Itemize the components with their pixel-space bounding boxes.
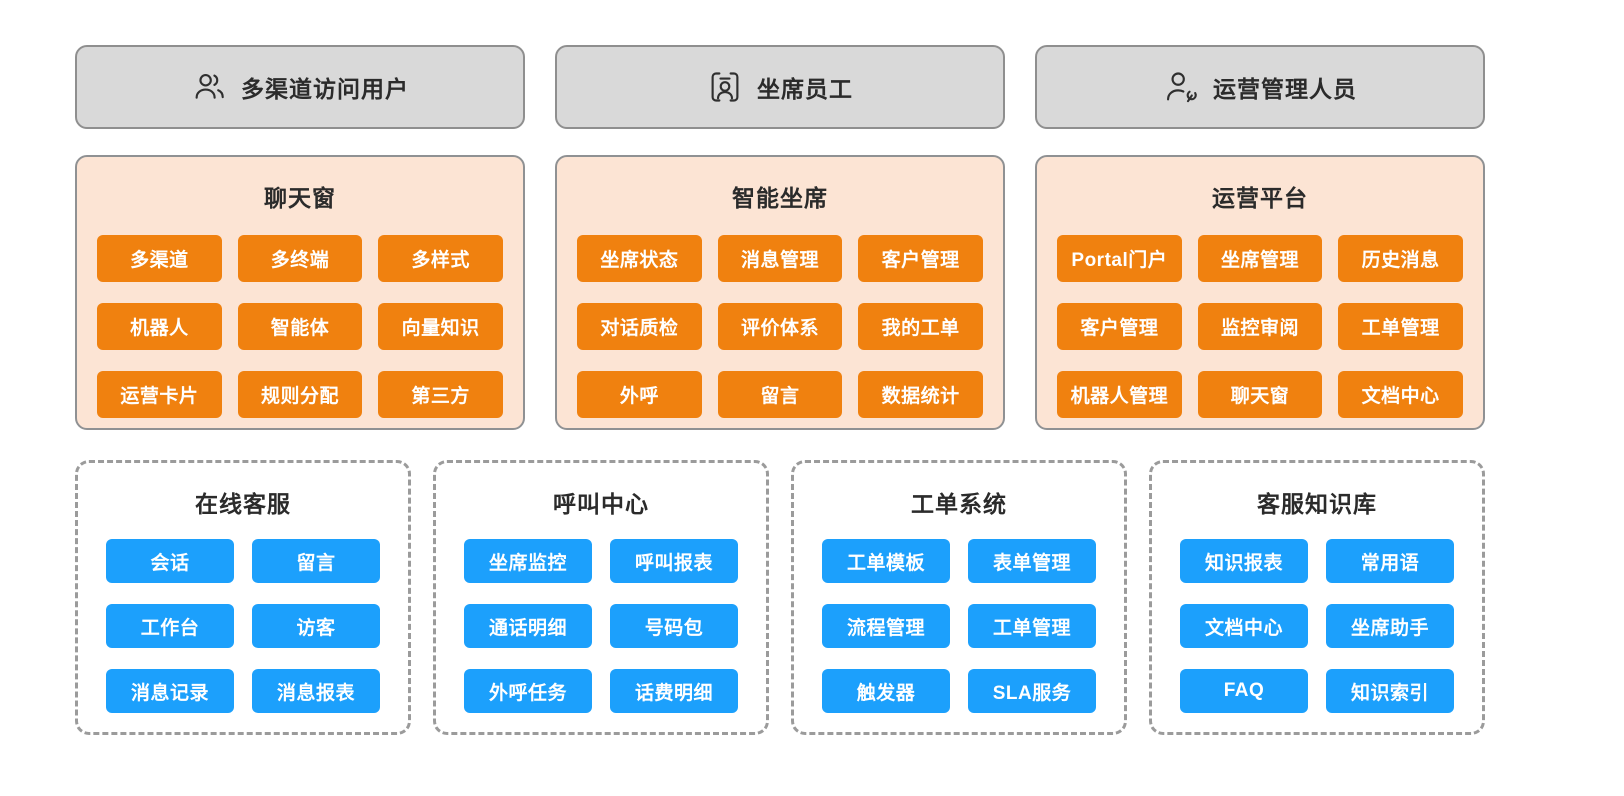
module-chip: 触发器 [822, 669, 950, 713]
module-chip: 智能体 [237, 303, 363, 350]
panel-ops-platform: 运营平台 Portal门户坐席管理历史消息客户管理监控审阅工单管理机器人管理聊天… [1035, 155, 1485, 430]
module-chip: 第三方 [378, 371, 503, 418]
module-chip: SLA服务 [968, 669, 1096, 713]
panel-title: 智能坐席 [732, 185, 828, 211]
module-chip: 号码包 [610, 604, 738, 648]
module-chip: 多终端 [237, 235, 363, 282]
module-chip: 话费明细 [610, 669, 738, 713]
module-chip: 消息管理 [717, 235, 843, 282]
module-chip: 规则分配 [237, 371, 363, 418]
module-chip: Portal门户 [1057, 235, 1182, 282]
panel-title: 工单系统 [911, 491, 1007, 517]
user-wrench-icon [1163, 69, 1199, 105]
module-grid: 知识报表常用语文档中心坐席助手 FAQ 知识索引 [1152, 519, 1482, 713]
module-chip: 评价体系 [717, 303, 843, 350]
module-chip: 常用语 [1326, 539, 1454, 583]
module-chip: 数据统计 [858, 371, 983, 418]
module-chip: 文档中心 [1338, 371, 1463, 418]
module-chip: 表单管理 [968, 539, 1096, 583]
actor-label: 坐席员工 [757, 76, 853, 102]
module-chip: 工单管理 [1338, 303, 1463, 350]
module-chip: 多渠道 [97, 235, 222, 282]
module-chip: FAQ [1180, 669, 1308, 713]
module-chip: 运营卡片 [97, 371, 222, 418]
module-chip: 知识报表 [1180, 539, 1308, 583]
module-chip: 访客 [252, 604, 380, 648]
module-chip: 外呼 [577, 371, 702, 418]
panel-title: 客服知识库 [1257, 491, 1377, 517]
users-icon [191, 69, 227, 105]
module-chip: 消息报表 [252, 669, 380, 713]
module-chip: 监控审阅 [1197, 303, 1323, 350]
module-chip: 留言 [252, 539, 380, 583]
module-grid: 会话留言工作台访客消息记录消息报表 [78, 519, 408, 713]
module-chip: 向量知识 [378, 303, 503, 350]
panel-smart-agent: 智能坐席 坐席状态消息管理客户管理对话质检评价体系我的工单外呼留言数据统计 [555, 155, 1005, 430]
platform-panels-row: 聊天窗 多渠道多终端多样式机器人智能体向量知识运营卡片规则分配第三方 智能坐席 … [75, 155, 1624, 430]
actor-label: 运营管理人员 [1213, 76, 1357, 102]
panel-knowledge-base: 客服知识库 知识报表常用语文档中心坐席助手 FAQ 知识索引 [1149, 460, 1485, 735]
module-chip: 知识索引 [1326, 669, 1454, 713]
module-chip: 留言 [717, 371, 843, 418]
subsystem-panels-row: 在线客服 会话留言工作台访客消息记录消息报表 呼叫中心 坐席监控呼叫报表通话明细… [75, 460, 1624, 735]
module-chip: 外呼任务 [464, 669, 592, 713]
id-badge-icon [707, 69, 743, 105]
module-chip: 机器人 [97, 303, 222, 350]
module-chip: 文档中心 [1180, 604, 1308, 648]
module-chip: 对话质检 [577, 303, 702, 350]
actor-card-multichannel-users: 多渠道访问用户 [75, 45, 525, 129]
module-chip: 坐席助手 [1326, 604, 1454, 648]
module-chip: 呼叫报表 [610, 539, 738, 583]
module-chip: 坐席状态 [577, 235, 702, 282]
panel-ticket-system: 工单系统 工单模板表单管理流程管理工单管理触发器 SLA服务 [791, 460, 1127, 735]
module-chip: 工单管理 [968, 604, 1096, 648]
panel-title: 呼叫中心 [553, 491, 649, 517]
panel-chat-window: 聊天窗 多渠道多终端多样式机器人智能体向量知识运营卡片规则分配第三方 [75, 155, 525, 430]
panel-online-customer-service: 在线客服 会话留言工作台访客消息记录消息报表 [75, 460, 411, 735]
module-chip: 坐席监控 [464, 539, 592, 583]
module-chip: 历史消息 [1338, 235, 1463, 282]
module-chip: 我的工单 [858, 303, 983, 350]
module-chip: 会话 [106, 539, 234, 583]
module-chip: 机器人管理 [1057, 371, 1182, 418]
module-chip: 工作台 [106, 604, 234, 648]
actor-row: 多渠道访问用户 坐席员工 [75, 45, 1624, 129]
panel-call-center: 呼叫中心 坐席监控呼叫报表通话明细号码包外呼任务话费明细 [433, 460, 769, 735]
module-grid: Portal门户坐席管理历史消息客户管理监控审阅工单管理机器人管理聊天窗文档中心 [1037, 213, 1483, 418]
actor-card-agent-staff: 坐席员工 [555, 45, 1005, 129]
module-chip: 多样式 [378, 235, 503, 282]
module-chip: 聊天窗 [1197, 371, 1323, 418]
actor-label: 多渠道访问用户 [241, 76, 409, 102]
module-chip: 客户管理 [1057, 303, 1182, 350]
module-chip: 消息记录 [106, 669, 234, 713]
module-chip: 客户管理 [858, 235, 983, 282]
module-grid: 多渠道多终端多样式机器人智能体向量知识运营卡片规则分配第三方 [77, 213, 523, 418]
module-chip: 坐席管理 [1197, 235, 1323, 282]
module-grid: 工单模板表单管理流程管理工单管理触发器 SLA服务 [794, 519, 1124, 713]
panel-title: 聊天窗 [264, 185, 336, 211]
module-grid: 坐席状态消息管理客户管理对话质检评价体系我的工单外呼留言数据统计 [557, 213, 1003, 418]
module-chip: 通话明细 [464, 604, 592, 648]
module-grid: 坐席监控呼叫报表通话明细号码包外呼任务话费明细 [436, 519, 766, 713]
panel-title: 在线客服 [195, 491, 291, 517]
actor-card-operations-staff: 运营管理人员 [1035, 45, 1485, 129]
module-chip: 流程管理 [822, 604, 950, 648]
panel-title: 运营平台 [1212, 185, 1308, 211]
module-chip: 工单模板 [822, 539, 950, 583]
